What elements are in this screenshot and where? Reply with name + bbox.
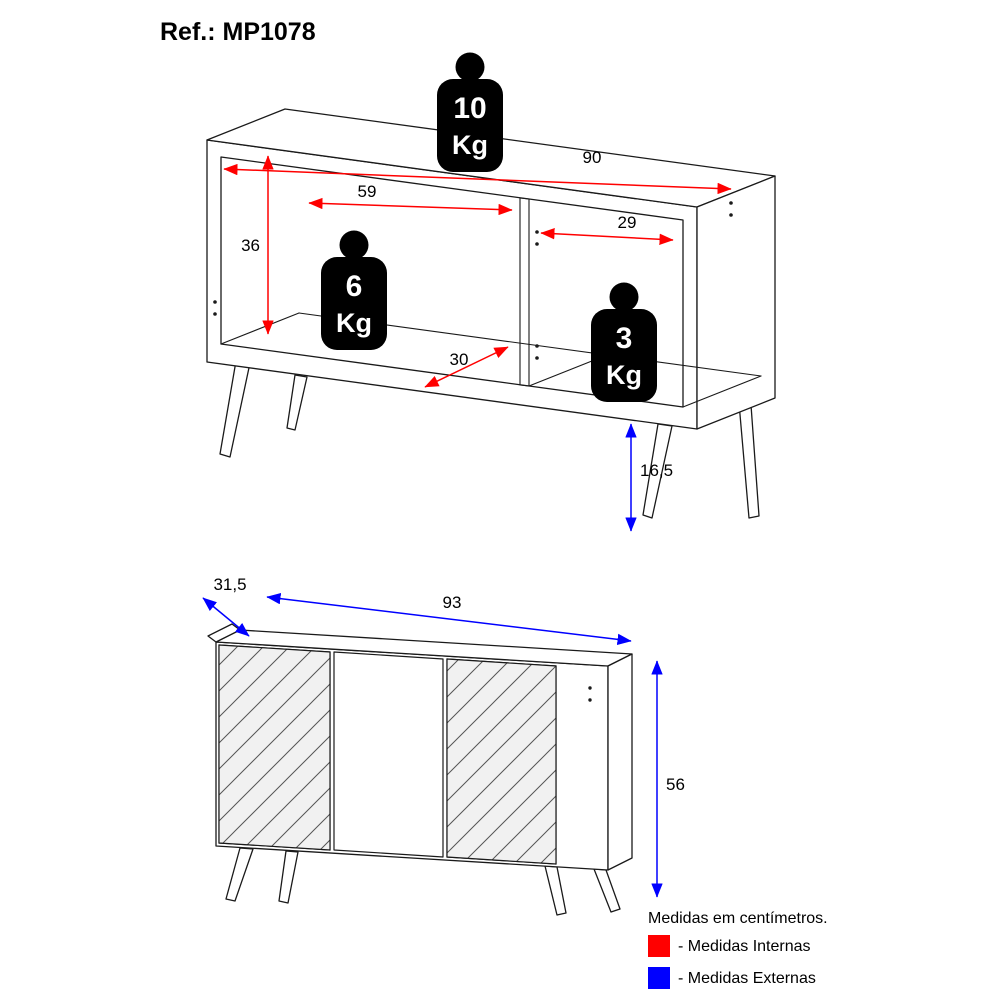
dim-inner-height-label: 36	[241, 236, 260, 255]
center-door	[333, 651, 444, 858]
dim-inner-depth-label: 30	[450, 350, 469, 369]
weight-3kg: 3 Kg	[591, 282, 657, 402]
dim-inner-depth: 30	[424, 346, 509, 388]
weight-knob-icon	[609, 282, 639, 312]
weight-unit: Kg	[606, 360, 642, 390]
dim-left-compartment-line	[308, 197, 513, 216]
side-screw-holes	[588, 686, 592, 702]
dim-depth: 31,5	[202, 575, 250, 637]
front-diagram: 31,5 93 56	[202, 575, 685, 916]
weight-value: 10	[453, 92, 486, 125]
weight-unit: Kg	[452, 130, 488, 160]
weight-value: 3	[616, 322, 633, 355]
dim-depth-label: 31,5	[213, 575, 246, 594]
dim-left-compartment-label: 59	[358, 182, 377, 201]
leg-mid-left	[278, 850, 299, 904]
external-dimensions: 31,5 93 56	[202, 575, 685, 898]
legend: Medidas em centímetros. - Medidas Intern…	[648, 910, 828, 989]
leg-front-left	[225, 847, 254, 902]
leg-mid-right	[544, 865, 567, 916]
dim-width: 93	[266, 592, 632, 646]
dim-height: 56	[651, 660, 685, 898]
dim-top-width-line	[223, 163, 732, 195]
internal-swatch	[648, 935, 670, 957]
leg-back-left	[286, 374, 308, 431]
dim-inner-height: 36	[241, 155, 274, 335]
leg-back-right	[738, 402, 760, 519]
dim-leg-height: 16,5	[625, 423, 673, 532]
page-title: Ref.: MP1078	[160, 18, 316, 46]
dim-right-compartment-width: 29	[540, 213, 674, 245]
doors	[218, 644, 557, 865]
dim-left-compartment-width: 59	[308, 182, 513, 216]
right-mirror-hatch	[446, 658, 557, 865]
weight-unit: Kg	[336, 308, 372, 338]
left-mirror-hatch	[218, 644, 331, 851]
dim-top-width-label: 90	[583, 148, 602, 167]
weight-value: 6	[346, 270, 363, 303]
dim-right-compartment-label: 29	[618, 213, 637, 232]
weight-10kg: 10 Kg	[437, 52, 503, 172]
legend-item-internal-label: - Medidas Internas	[678, 938, 811, 955]
right-face	[607, 653, 633, 871]
internal-dimensions: 90 59 36 29 30	[223, 148, 732, 388]
dim-width-label: 93	[443, 593, 462, 612]
legend-item-external-label: - Medidas Externas	[678, 970, 816, 987]
leg-front-right	[593, 868, 621, 913]
weight-knob-icon	[455, 52, 485, 82]
weight-body-icon	[437, 79, 503, 172]
dim-depth-line	[202, 597, 250, 637]
dim-top-width: 90	[223, 148, 732, 195]
legend-note: Medidas em centímetros.	[648, 910, 828, 927]
dim-width-line	[266, 592, 632, 646]
cabinet-body	[207, 623, 633, 871]
dim-height-label: 56	[666, 775, 685, 794]
right-face	[696, 175, 776, 430]
weight-body-icon	[321, 257, 387, 350]
top-diagram: 90 59 36 29 30 16,5	[206, 52, 776, 532]
dim-right-compartment-line	[540, 228, 674, 245]
weight-knob-icon	[339, 230, 369, 260]
dim-leg-height-label: 16,5	[640, 461, 673, 480]
legend-item-internal: - Medidas Internas	[648, 935, 811, 957]
divider-panel	[519, 197, 530, 387]
legend-item-external: - Medidas Externas	[648, 967, 816, 989]
leg-front-left	[219, 360, 251, 458]
dim-inner-depth-line	[424, 346, 509, 388]
weight-body-icon	[591, 309, 657, 402]
shelf-pin-holes	[213, 201, 733, 360]
legs-front-view	[225, 847, 621, 916]
weight-6kg: 6 Kg	[321, 230, 387, 350]
external-swatch	[648, 967, 670, 989]
